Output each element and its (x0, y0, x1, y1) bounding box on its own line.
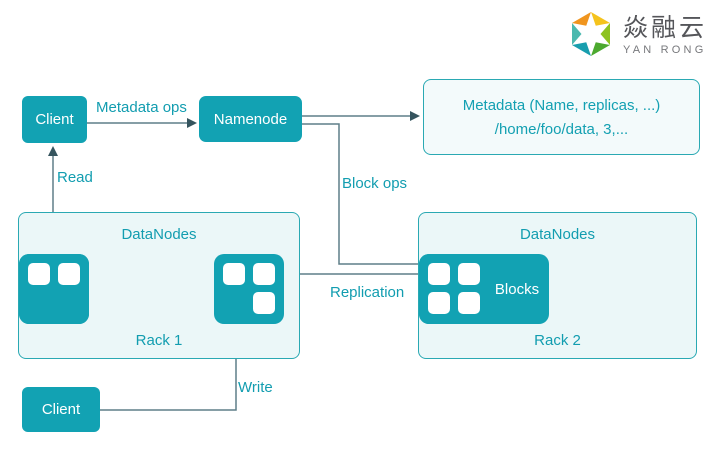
yanrong-logo-icon (572, 12, 610, 56)
arrowhead-read (48, 146, 58, 156)
rack-1-name: Rack 1 (135, 332, 183, 349)
arrowhead-namenode-to-metadata (410, 111, 420, 121)
data-block (458, 292, 480, 314)
client-box-top: Client (22, 96, 87, 143)
data-block (28, 263, 50, 285)
blocks-label: Blocks (494, 280, 540, 298)
label-read: Read (57, 169, 93, 186)
rack-2: DataNodes Rack 2 Blocks (418, 212, 697, 359)
arrow-block-ops (302, 123, 428, 265)
data-block (253, 292, 275, 314)
metadata-info-box: Metadata (Name, replicas, ...) /home/foo… (423, 79, 700, 155)
datanode (19, 254, 89, 324)
rack-1: DataNodes Rack 1 (18, 212, 300, 359)
rack-2-title: DataNodes (519, 226, 596, 243)
data-block (428, 292, 450, 314)
label-block-ops: Block ops (342, 175, 408, 192)
metadata-line-2: /home/foo/data, 3,... (494, 120, 629, 138)
logo-english-name: YAN RONG (623, 43, 707, 56)
yanrong-logo-text: 焱融云 YAN RONG (623, 13, 707, 56)
data-block (458, 263, 480, 285)
label-write: Write (238, 379, 273, 396)
logo-chinese-name: 焱融云 (623, 13, 708, 42)
client-box-bottom: Client (22, 387, 100, 432)
datanode (214, 254, 284, 324)
arrowhead-metadata-ops (187, 118, 197, 128)
rack-1-title: DataNodes (121, 226, 197, 243)
rack-2-name: Rack 2 (534, 332, 581, 349)
namenode-box: Namenode (199, 96, 302, 142)
metadata-line-1: Metadata (Name, replicas, ...) (462, 96, 661, 114)
yanrong-logo: 焱融云 YAN RONG (566, 8, 707, 60)
datanode: Blocks (419, 254, 549, 324)
label-metadata-ops: Metadata ops (96, 99, 187, 116)
data-block (253, 263, 275, 285)
data-block (428, 263, 450, 285)
data-block (58, 263, 80, 285)
label-replication: Replication (330, 284, 405, 301)
data-block (223, 263, 245, 285)
